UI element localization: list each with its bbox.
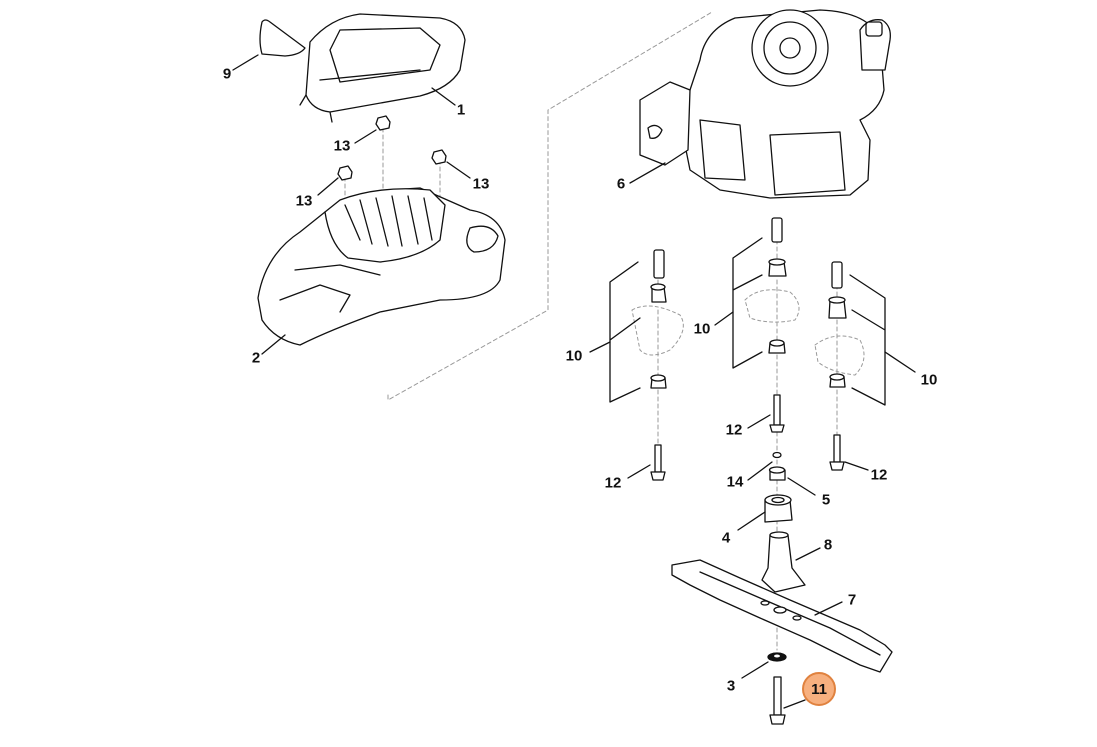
callout-10[interactable]: 10 — [920, 371, 938, 389]
callout-4[interactable]: 4 — [721, 529, 731, 547]
center-blade-set — [761, 217, 806, 593]
part-1-top-cover — [299, 13, 466, 123]
left-blade-ghost — [631, 305, 684, 356]
callout-13[interactable]: 13 — [472, 175, 490, 193]
callout-9[interactable]: 9 — [222, 65, 232, 83]
leader-13c — [317, 177, 339, 196]
callout-6[interactable]: 6 — [616, 175, 626, 193]
right-blade-set — [828, 261, 847, 471]
callout-8[interactable]: 8 — [823, 536, 833, 554]
callout-13[interactable]: 13 — [295, 192, 313, 210]
leader-2 — [261, 334, 286, 355]
callout-10[interactable]: 10 — [693, 320, 711, 338]
part-6-engine — [639, 9, 891, 199]
leader-12c — [844, 461, 869, 471]
callout-12[interactable]: 12 — [725, 421, 743, 439]
leader-6 — [629, 162, 666, 184]
part-9-clip — [259, 19, 306, 57]
callout-2[interactable]: 2 — [251, 349, 261, 367]
callout-10[interactable]: 10 — [565, 347, 583, 365]
callout-5[interactable]: 5 — [821, 491, 831, 509]
leader-10a — [589, 341, 611, 353]
part-7-blade — [671, 559, 893, 673]
bracket-10b — [732, 237, 763, 369]
leader-7 — [814, 601, 843, 616]
center-blade-ghost — [744, 289, 800, 323]
leader-14 — [747, 461, 773, 481]
callout-3[interactable]: 3 — [726, 677, 736, 695]
leader-3 — [741, 661, 769, 679]
callout-1[interactable]: 1 — [456, 101, 466, 119]
part-3-washer — [767, 652, 787, 662]
leader-4 — [737, 511, 766, 531]
leader-1 — [431, 87, 456, 106]
part-11-bolt — [769, 676, 786, 725]
left-blade-set — [650, 249, 667, 481]
callout-7[interactable]: 7 — [847, 591, 857, 609]
callout-11-highlighted[interactable]: 11 — [802, 672, 836, 706]
callout-13[interactable]: 13 — [333, 137, 351, 155]
leader-9 — [232, 54, 259, 71]
callout-12[interactable]: 12 — [604, 474, 622, 492]
callout-14[interactable]: 14 — [726, 473, 744, 491]
leader-13a — [354, 129, 377, 144]
leader-8 — [795, 547, 821, 561]
leader-10b — [714, 311, 734, 326]
callout-12[interactable]: 12 — [870, 466, 888, 484]
leader-10c — [884, 351, 916, 373]
bracket-10a — [609, 261, 641, 403]
leader-12b — [747, 414, 771, 429]
leader-5 — [787, 477, 816, 496]
bracket-10c — [849, 274, 886, 406]
leader-12a — [627, 464, 651, 479]
leader-13b — [446, 161, 471, 179]
assembly-dash-lines — [344, 11, 838, 651]
part-2-housing — [257, 187, 506, 346]
leader-11 — [783, 699, 806, 709]
right-blade-ghost — [814, 335, 865, 376]
part-13-nuts — [337, 115, 447, 181]
